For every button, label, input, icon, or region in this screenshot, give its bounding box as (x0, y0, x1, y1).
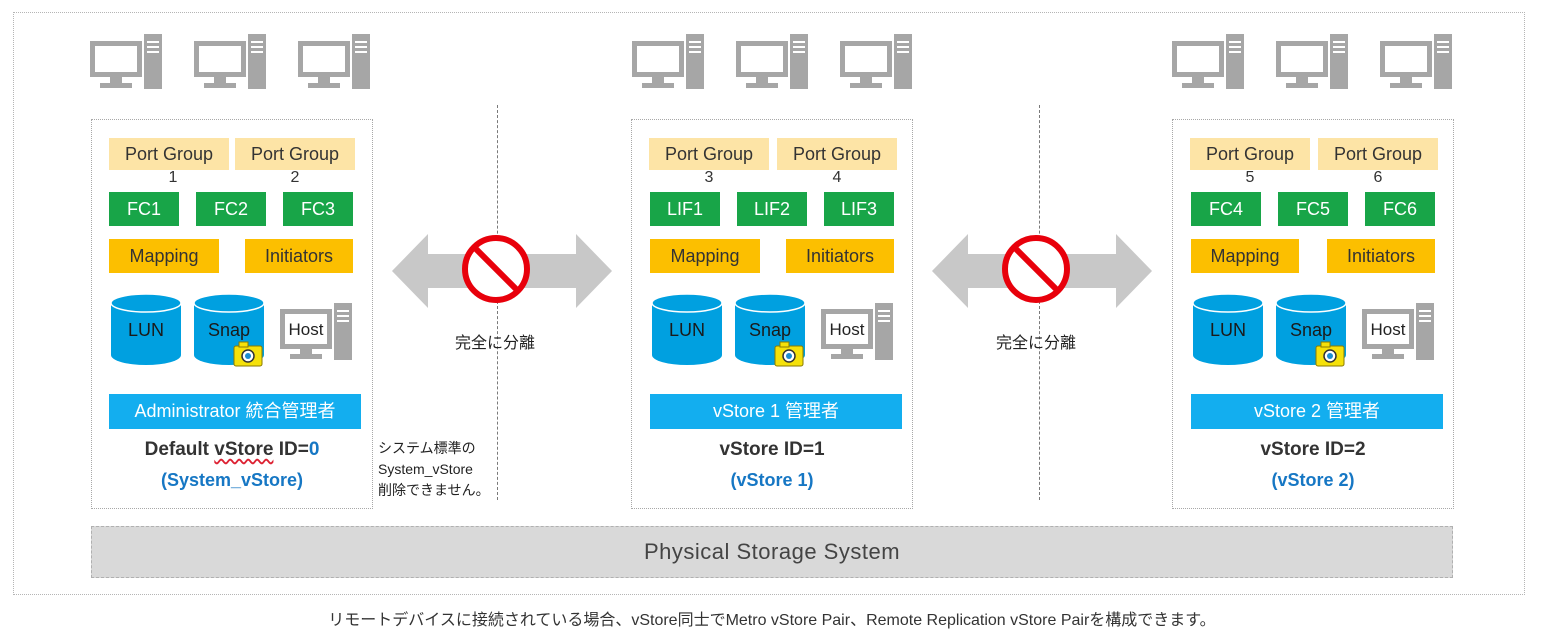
diagram-frame (13, 12, 1525, 595)
port-group-label: Port Group (235, 138, 355, 170)
lun-label: LUN (128, 320, 164, 340)
port-label: FC4 (1191, 192, 1261, 226)
computer-icon (1274, 33, 1350, 96)
initiators-label: Initiators (786, 239, 894, 273)
vstore-name-label: (vStore 1) (730, 470, 814, 490)
host-label: Host (289, 320, 324, 339)
computer-icon (1170, 33, 1246, 96)
vstore-id-word: vStore (214, 439, 274, 460)
port-label: LIF2 (737, 192, 807, 226)
panel-frame (1172, 119, 1454, 509)
lun-cylinder: LUN (109, 293, 185, 376)
admin-label: Administrator 統合管理者 (109, 394, 361, 429)
port-group-label: Port Group (1318, 138, 1438, 170)
computer-icon (838, 33, 914, 96)
note-line: 削除できません。 (378, 482, 490, 498)
mapping-label: Mapping (1191, 239, 1299, 273)
note-line: System_vStore (378, 461, 473, 477)
port-group-number: 6 (1373, 169, 1383, 186)
host-computer-icon: Host (278, 303, 354, 366)
separation-label: 完全に分離 (455, 335, 536, 352)
port-label: FC1 (109, 192, 179, 226)
host-computer-icon: Host (1360, 303, 1436, 366)
note-line: システム標準の (378, 440, 476, 456)
vstore-id-label: vStore ID=2 (1260, 439, 1366, 460)
lun-cylinder: LUN (1191, 293, 1267, 376)
vstore-id-label: vStore ID=1 (719, 439, 825, 460)
computer-icon (296, 33, 372, 96)
vstore-id-label: Default vStore ID=0 (91, 439, 373, 461)
separation-arrow-1 (390, 232, 614, 315)
snap-label: Snap (208, 320, 250, 340)
host-label: Host (830, 320, 865, 339)
prohibited-icon (462, 235, 530, 303)
initiators-label: Initiators (1327, 239, 1435, 273)
snap-label: Snap (749, 320, 791, 340)
port-label: FC6 (1365, 192, 1435, 226)
port-label: LIF3 (824, 192, 894, 226)
computer-icon (1378, 33, 1454, 96)
port-group-number: 4 (832, 169, 842, 186)
panel-frame (631, 119, 913, 509)
snap-cylinder: Snap (1274, 293, 1350, 376)
port-label: FC3 (283, 192, 353, 226)
port-group-number: 3 (704, 169, 714, 186)
computer-icon (192, 33, 268, 96)
panel-frame (91, 119, 373, 509)
footer-caption: リモートデバイスに接続されている場合、vStore同士でMetro vStore… (328, 612, 1216, 629)
computer-icon (734, 33, 810, 96)
initiators-label: Initiators (245, 239, 353, 273)
lun-label: LUN (669, 320, 705, 340)
separation-label: 完全に分離 (996, 335, 1077, 352)
port-group-number: 5 (1245, 169, 1255, 186)
lun-label: LUN (1210, 320, 1246, 340)
port-label: LIF1 (650, 192, 720, 226)
camera-icon (233, 341, 263, 367)
mapping-label: Mapping (109, 239, 219, 273)
host-label: Host (1371, 320, 1406, 339)
port-group-label: Port Group (649, 138, 769, 170)
vstore-id-eq: ID= (273, 439, 309, 460)
admin-label: vStore 1 管理者 (650, 394, 902, 429)
camera-icon (774, 341, 804, 367)
camera-icon (1315, 341, 1345, 367)
vstore-name-label: (System_vStore) (160, 470, 304, 490)
computer-icon (88, 33, 164, 96)
vstore-id-prefix: Default (144, 439, 215, 460)
vstore-id-number: 0 (308, 439, 320, 460)
snap-cylinder: Snap (192, 293, 268, 376)
mapping-label: Mapping (650, 239, 760, 273)
port-group-number: 2 (290, 169, 300, 186)
computer-icon (630, 33, 706, 96)
separation-arrow-2 (930, 232, 1154, 315)
snap-cylinder: Snap (733, 293, 809, 376)
port-label: FC5 (1278, 192, 1348, 226)
system-vstore-note: システム標準の System_vStore 削除できません。 (378, 438, 490, 501)
port-label: FC2 (196, 192, 266, 226)
host-computer-icon: Host (819, 303, 895, 366)
vstore-name-label: (vStore 2) (1271, 470, 1355, 490)
port-group-label: Port Group (109, 138, 229, 170)
port-group-label: Port Group (777, 138, 897, 170)
admin-label: vStore 2 管理者 (1191, 394, 1443, 429)
prohibited-icon (1002, 235, 1070, 303)
snap-label: Snap (1290, 320, 1332, 340)
physical-storage-bar: Physical Storage System (91, 526, 1453, 578)
port-group-number: 1 (168, 169, 178, 186)
port-group-label: Port Group (1190, 138, 1310, 170)
lun-cylinder: LUN (650, 293, 726, 376)
